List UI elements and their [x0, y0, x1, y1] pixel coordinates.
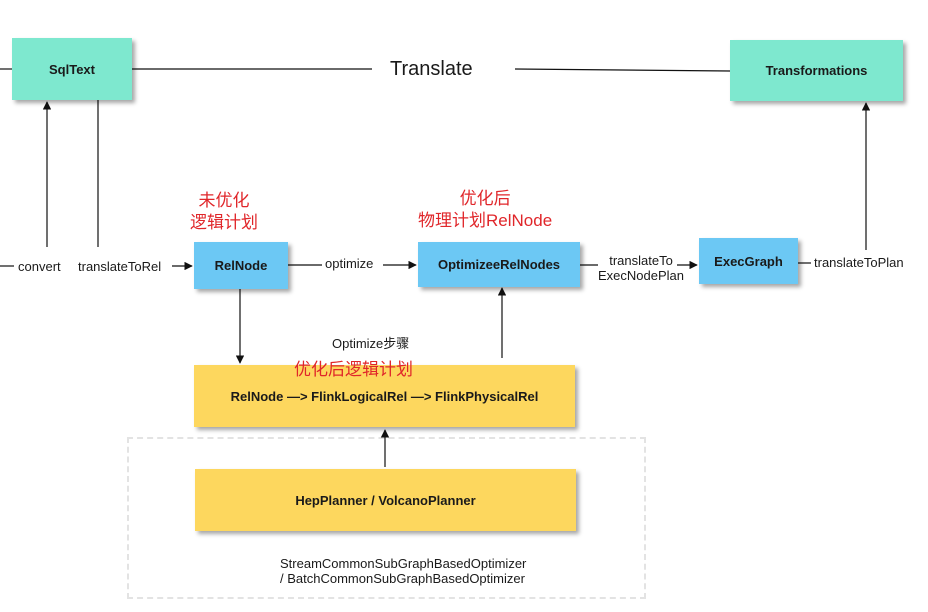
- execgraph-node: ExecGraph: [699, 238, 798, 284]
- optimized-logical-annotation: 优化后逻辑计划: [294, 360, 413, 379]
- optimized-physical-annotation: 优化后 物理计划RelNode: [418, 188, 552, 232]
- translate-to-exec-label: translateTo ExecNodePlan: [598, 253, 684, 283]
- unoptimized-annotation: 未优化 逻辑计划: [190, 190, 258, 234]
- optimizer-region: [127, 437, 646, 599]
- optimizer-note: StreamCommonSubGraphBasedOptimizer / Bat…: [280, 556, 526, 586]
- unoptimized-line2: 逻辑计划: [190, 213, 258, 232]
- transformations-node: Transformations: [730, 40, 903, 101]
- translate-to-plan-label: translateToPlan: [814, 255, 904, 270]
- optimized-line1: 优化后: [459, 189, 511, 208]
- logical-chain-node: RelNode —> FlinkLogicalRel —> FlinkPhysi…: [194, 365, 575, 427]
- translate-line-right: [514, 68, 731, 72]
- convert-label: convert: [18, 259, 61, 274]
- optimizer-note-line2: / BatchCommonSubGraphBasedOptimizer: [280, 571, 525, 586]
- optimizer-note-line1: StreamCommonSubGraphBasedOptimizer: [280, 556, 527, 571]
- translate-to-exec-line1: translateTo: [609, 253, 673, 268]
- translate-to-exec-line2: ExecNodePlan: [598, 268, 684, 283]
- relnode-node: RelNode: [194, 242, 288, 289]
- optimized-relnodes-node: OptimizeeRelNodes: [418, 242, 580, 287]
- translate-label: Translate: [384, 58, 479, 80]
- sqltext-node: SqlText: [12, 38, 132, 100]
- translate-to-rel-label: translateToRel: [78, 259, 162, 274]
- optimize-steps-label: Optimize步骤: [332, 336, 410, 351]
- unoptimized-line1: 未优化: [198, 191, 250, 210]
- planner-node: HepPlanner / VolcanoPlanner: [195, 469, 576, 531]
- optimize-label: optimize: [325, 256, 374, 271]
- optimized-line2: 物理计划RelNode: [418, 211, 553, 230]
